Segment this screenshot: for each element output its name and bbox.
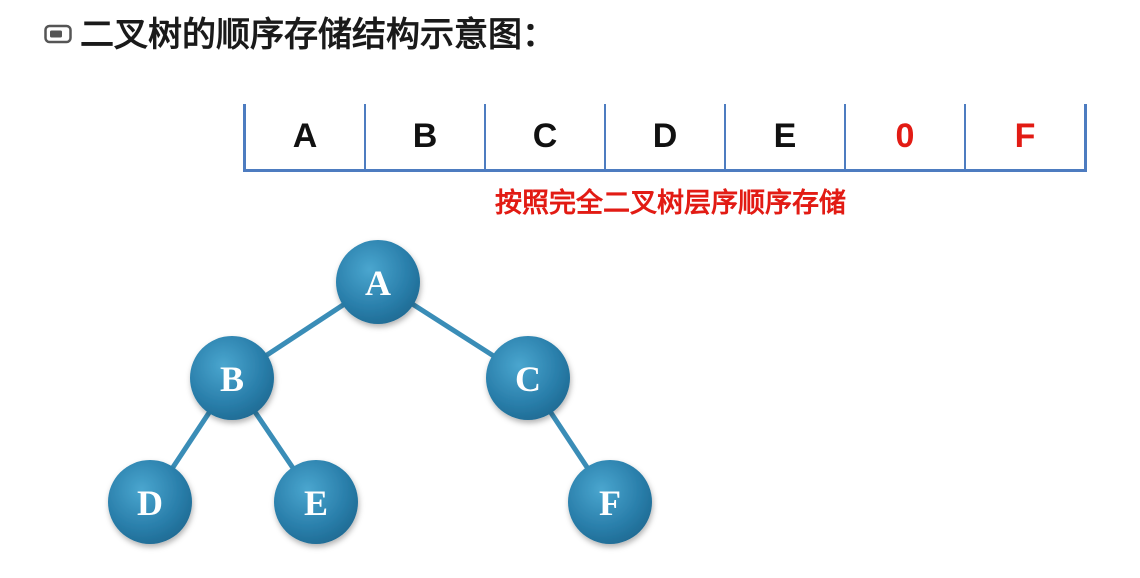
page-title: 二叉树的顺序存储结构示意图：: [80, 15, 556, 55]
array-cell-2: C: [486, 104, 606, 169]
tree-node-label-B: B: [220, 359, 244, 399]
array-cell-1: B: [366, 104, 486, 169]
tree-node-circle-C: [486, 336, 570, 420]
bullet-icon: [44, 24, 72, 44]
tree-node-circle-B: [190, 336, 274, 420]
tree-node-circle-A: [336, 240, 420, 324]
tree-node-circle-E: [274, 460, 358, 544]
tree-node-label-C: C: [515, 359, 541, 399]
tree-node-label-A: A: [365, 263, 391, 303]
storage-caption: 按照完全二叉树层序顺序存储: [495, 188, 846, 219]
array-cell-0: A: [246, 104, 366, 169]
tree-node-label-D: D: [137, 483, 163, 523]
tree-node-circle-D: [108, 460, 192, 544]
tree-node-D: D: [108, 460, 192, 544]
tree-node-label-F: F: [599, 483, 621, 523]
tree-node-label-E: E: [304, 483, 328, 523]
tree-node-F: F: [568, 460, 652, 544]
array-cell-5: 0: [846, 104, 966, 169]
array-cell-4: E: [726, 104, 846, 169]
array-cell-6: F: [1014, 117, 1036, 155]
array-cell-3: D: [606, 104, 726, 169]
tree-node-A: A: [336, 240, 420, 324]
tree-node-B: B: [190, 336, 274, 420]
tree-node-E: E: [274, 460, 358, 544]
tree-node-circle-F: [568, 460, 652, 544]
storage-array: A B C D E 0 F: [243, 104, 1087, 172]
tree-node-C: C: [486, 336, 570, 420]
